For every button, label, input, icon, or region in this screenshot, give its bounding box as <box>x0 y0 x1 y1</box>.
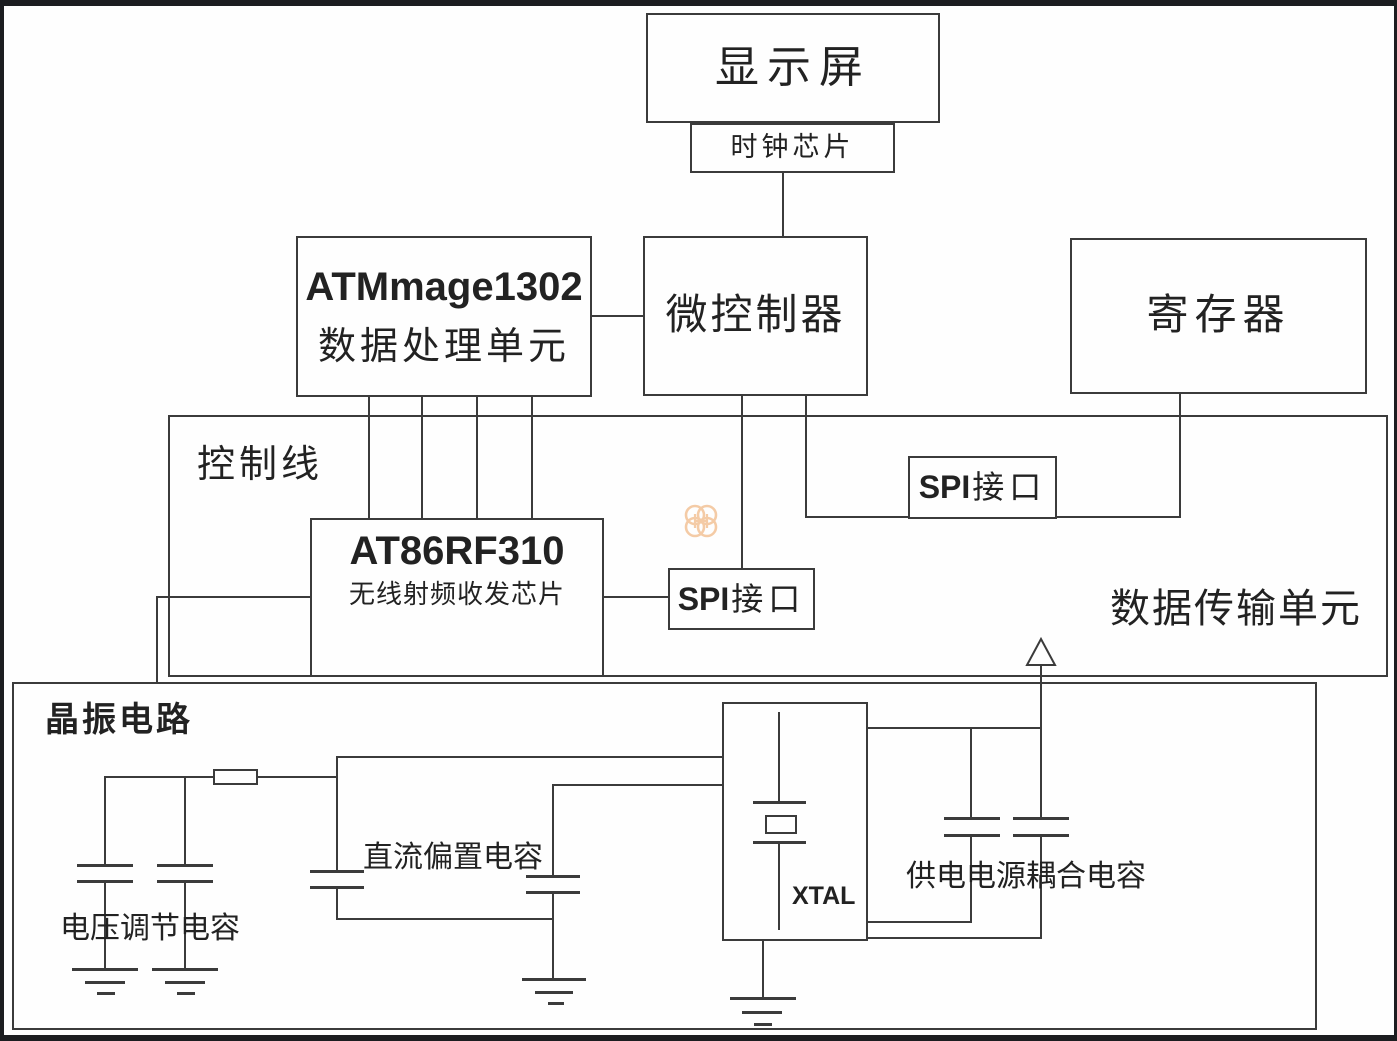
capacitor-plate <box>526 875 580 878</box>
wire-xtal-gnd <box>762 941 764 999</box>
capacitor-plate <box>310 870 364 873</box>
wire-c3-top <box>336 756 338 872</box>
ground-symbol <box>177 992 195 995</box>
capacitor-plate <box>157 880 213 883</box>
wire-c6-bot <box>1040 836 1042 939</box>
ground-symbol <box>754 1023 772 1026</box>
wire-c3-bot <box>336 888 338 920</box>
wire-xtal-vcc <box>868 727 1041 729</box>
vcc-arrow-icon <box>1025 636 1057 666</box>
ground-symbol <box>742 1011 782 1014</box>
ground-symbol <box>522 978 586 981</box>
dpu-model-label: ATMmage1302 <box>305 264 583 309</box>
clock-chip-box: 时钟芯片 <box>690 123 895 173</box>
display-box: 显示屏 <box>646 13 940 123</box>
ground-symbol <box>548 1002 564 1005</box>
wire-dpu-rf-1 <box>368 397 370 519</box>
crystal-stem-top <box>778 712 780 803</box>
wire-rf-crystal-h <box>157 596 310 598</box>
mcu-label: 微控制器 <box>665 292 846 339</box>
crystal-circuit-label: 晶振电路 <box>45 702 193 739</box>
capacitor-plate <box>944 817 1000 820</box>
capacitor-plate <box>526 891 580 894</box>
capacitor-plate <box>944 834 1000 837</box>
wire-bias-xtal <box>552 784 722 786</box>
wire-bias-bottom <box>336 918 554 920</box>
ground-symbol <box>165 981 205 984</box>
wire-register-bus <box>1179 394 1181 518</box>
rf-model-label: AT86RF310 <box>349 529 565 573</box>
display-label: 显示屏 <box>715 42 871 92</box>
spi-upper-cjk: 接口 <box>972 469 1047 506</box>
frame-left <box>0 0 4 1041</box>
wire-c5-top <box>970 727 972 819</box>
rf-chip-box: AT86RF310 无线射频收发芯片 <box>310 518 604 677</box>
watermark-logo-icon <box>684 504 718 538</box>
ground-symbol <box>535 991 573 994</box>
wire-c4-top <box>552 784 554 877</box>
wire-c4-bot <box>552 892 554 980</box>
wire-dpu-rf-3 <box>476 397 478 519</box>
ground-symbol <box>97 992 115 995</box>
wire-vcc <box>1040 665 1042 820</box>
wire-mcu-bus <box>805 396 807 518</box>
capacitor-plate <box>77 864 133 867</box>
data-transfer-unit-label: 数据传输单元 <box>1110 586 1362 631</box>
capacitor-plate <box>1013 834 1069 837</box>
wire-c6-return <box>868 937 1042 939</box>
ground-symbol <box>152 968 218 971</box>
spi-lower-cjk: 接口 <box>731 580 806 617</box>
spi-lower-latin: SPI <box>677 580 730 617</box>
resistor <box>213 769 258 785</box>
wire-c5-return <box>868 921 972 923</box>
mcu-box: 微控制器 <box>643 236 868 396</box>
xtal-box <box>722 702 868 941</box>
capacitor-plate <box>157 864 213 867</box>
wire-dpu-rf-4 <box>531 397 533 519</box>
wire-c5-bot <box>970 836 972 923</box>
data-processing-unit-box: ATMmage1302 数据处理单元 <box>296 236 592 397</box>
wire-cap-left-1 <box>104 776 213 778</box>
control-bus-label: 控制线 <box>197 444 324 486</box>
crystal-plate-bottom <box>753 841 806 844</box>
wire-clock-mcu <box>782 173 784 237</box>
wire-c1-top <box>104 776 106 866</box>
register-label: 寄存器 <box>1146 292 1291 339</box>
dpu-name-label: 数据处理单元 <box>317 325 570 368</box>
capacitor-plate <box>310 886 364 889</box>
ground-symbol <box>85 981 125 984</box>
wire-dpu-rf-2 <box>421 397 423 519</box>
crystal-stem-bottom <box>778 844 780 930</box>
clock-chip-label: 时钟芯片 <box>730 132 855 163</box>
capacitor-plate <box>77 880 133 883</box>
ground-symbol <box>72 968 138 971</box>
bias-cap-label: 直流偏置电容 <box>363 841 543 874</box>
wire-c2-bot <box>184 882 186 970</box>
register-box: 寄存器 <box>1070 238 1367 394</box>
crystal-circuit-container <box>12 682 1317 1030</box>
supply-cap-label: 供电电源耦合电容 <box>906 860 1146 893</box>
crystal-plate-top <box>753 801 806 804</box>
wire-cap-left-2 <box>258 776 338 778</box>
wire-dpu-mcu <box>592 315 644 317</box>
spi-upper-latin: SPI <box>918 469 971 506</box>
wire-c2-top <box>184 776 186 866</box>
voltage-cap-label: 电压调节电容 <box>60 912 240 945</box>
wire-c1-bot <box>104 882 106 970</box>
wire-rf-spi <box>604 596 668 598</box>
frame-right <box>1394 0 1397 1041</box>
capacitor-plate <box>1013 817 1069 820</box>
wire-mcu-spi-lower <box>741 396 743 569</box>
xtal-label: XTAL <box>792 882 856 910</box>
wire-top-xtal <box>336 756 722 758</box>
wire-rf-crystal-v <box>156 596 158 684</box>
ground-symbol <box>730 997 796 1000</box>
frame-top <box>0 0 1397 6</box>
rf-name-label: 无线射频收发芯片 <box>348 580 565 609</box>
data-transfer-unit-container <box>168 415 1388 677</box>
crystal-element <box>765 815 797 834</box>
frame-bottom <box>0 1035 1397 1041</box>
